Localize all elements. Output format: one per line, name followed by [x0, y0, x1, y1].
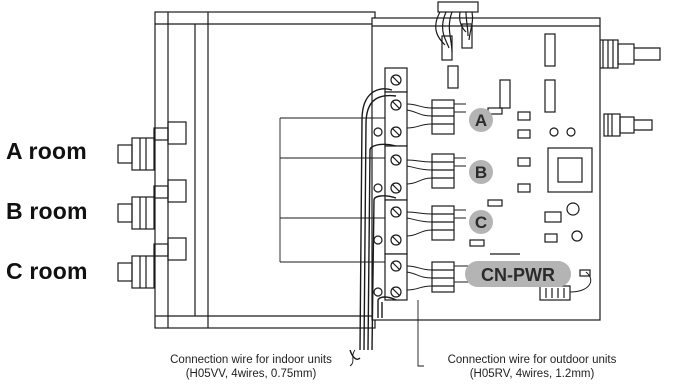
indoor-cables	[349, 88, 397, 360]
badge-c: C	[469, 210, 493, 234]
outdoor-wire-callout: Connection wire for outdoor units (H05RV…	[423, 353, 641, 381]
indoor-wire-callout-line2: (H05VV, 4wires, 0.75mm)	[185, 368, 317, 380]
badge-cn-pwr: CN-PWR	[465, 261, 571, 287]
room-label-c: C room	[6, 258, 88, 284]
terminal-strip-b	[431, 153, 455, 189]
outdoor-wire-callout-line1: Connection wire for outdoor units	[447, 354, 617, 366]
pipe-connector-a	[117, 121, 187, 171]
leader-lines	[279, 117, 385, 263]
room-label-a: A room	[6, 138, 87, 164]
terminal-block-c	[373, 199, 408, 255]
pipe-connector-c	[117, 237, 187, 289]
pipe-connector-b	[117, 179, 187, 230]
top-harness	[435, 1, 479, 61]
terminal-strip-a	[431, 99, 455, 135]
terminal-block-top	[384, 67, 408, 93]
badge-b: B	[469, 160, 493, 184]
terminal-strip-power	[431, 261, 455, 293]
indoor-wire-callout: Connection wire for indoor units (H05VV,…	[146, 353, 356, 381]
badge-a: A	[469, 108, 493, 132]
badge-b-label: B	[475, 163, 487, 182]
pipe-fitting-upper	[599, 39, 661, 69]
strip-output-wires	[454, 103, 592, 293]
unit-body	[154, 11, 376, 329]
terminal-strip-c	[431, 205, 455, 241]
badge-c-label: C	[475, 213, 487, 232]
indoor-wire-callout-line1: Connection wire for indoor units	[170, 354, 332, 366]
block-harness-wires	[406, 103, 433, 291]
outdoor-wire-callout-line2: (H05RV, 4wires, 1.2mm)	[469, 368, 595, 380]
callout-leaders	[349, 300, 424, 367]
room-label-b: B room	[6, 198, 88, 224]
badge-a-label: A	[475, 111, 487, 130]
outdoor-cable	[377, 296, 397, 318]
badge-cn-pwr-label: CN-PWR	[481, 265, 555, 285]
pipe-fitting-lower	[603, 113, 653, 137]
